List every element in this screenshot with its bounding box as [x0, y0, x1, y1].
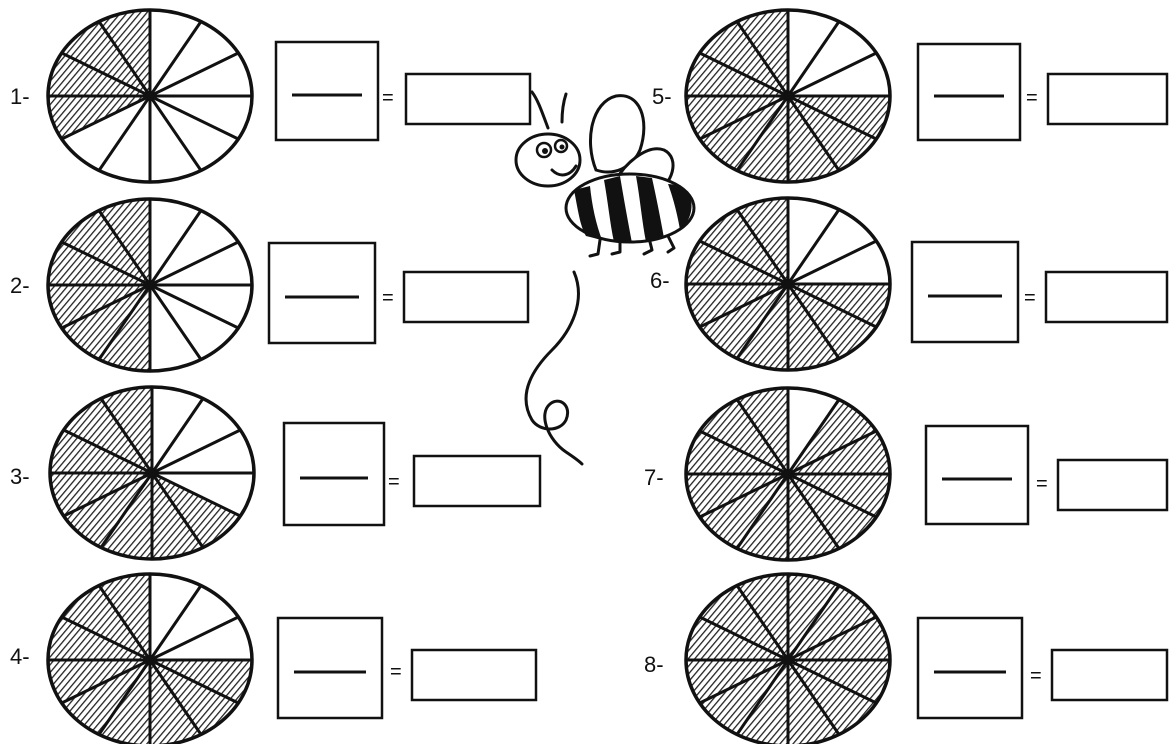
exercise-number: 1- — [10, 84, 30, 109]
exercise-3: 3- = — [10, 387, 540, 559]
exercise-2: 2- = — [10, 199, 528, 371]
exercise-7: 7- = — [644, 388, 1167, 560]
fraction-circle — [50, 387, 254, 559]
center-dot — [146, 656, 154, 664]
answer-box[interactable] — [1048, 74, 1167, 124]
answer-box[interactable] — [406, 74, 530, 124]
answer-box[interactable] — [1058, 460, 1167, 510]
exercise-number: 8- — [644, 652, 664, 677]
exercise-8: 8- = — [644, 574, 1167, 744]
exercise-4: 4- = — [10, 574, 536, 744]
fraction-circle — [48, 199, 252, 371]
equals-sign: = — [1024, 287, 1036, 309]
center-dot — [784, 280, 792, 288]
exercise-number: 7- — [644, 465, 664, 490]
fraction-circle — [686, 388, 890, 560]
answer-box[interactable] — [1046, 272, 1167, 322]
equals-sign: = — [382, 87, 394, 109]
answer-box[interactable] — [404, 272, 528, 322]
fraction-answer-box[interactable] — [278, 618, 382, 718]
exercise-number: 2- — [10, 273, 30, 298]
equals-sign: = — [1026, 87, 1038, 109]
answer-box[interactable] — [414, 456, 540, 506]
fraction-circle — [686, 198, 890, 370]
fraction-answer-box[interactable] — [284, 423, 384, 525]
fraction-answer-box[interactable] — [918, 44, 1020, 140]
equals-sign: = — [388, 471, 400, 493]
exercise-number: 4- — [10, 644, 30, 669]
fraction-answer-box[interactable] — [926, 426, 1028, 524]
exercise-5: 5- = — [652, 10, 1167, 182]
exercise-number: 6- — [650, 268, 670, 293]
answer-box[interactable] — [1052, 650, 1167, 700]
fraction-answer-box[interactable] — [918, 618, 1022, 718]
center-dot — [784, 92, 792, 100]
fraction-circle — [48, 10, 252, 182]
center-dot — [148, 469, 156, 477]
equals-sign: = — [1030, 665, 1042, 687]
center-dot — [784, 656, 792, 664]
exercise-number: 3- — [10, 464, 30, 489]
answer-box[interactable] — [412, 650, 536, 700]
equals-sign: = — [390, 661, 402, 683]
equals-sign: = — [382, 287, 394, 309]
exercise-6: 6- = — [650, 198, 1167, 370]
fraction-answer-box[interactable] — [269, 243, 375, 343]
fraction-circle — [48, 574, 252, 744]
exercise-number: 5- — [652, 84, 672, 109]
fraction-circle — [686, 574, 890, 744]
fraction-answer-box[interactable] — [912, 242, 1018, 342]
equals-sign: = — [1036, 473, 1048, 495]
fraction-circle — [686, 10, 890, 182]
center-dot — [146, 281, 154, 289]
fraction-answer-box[interactable] — [276, 42, 378, 140]
center-dot — [146, 92, 154, 100]
exercise-list: 1- = 2- = 3- = 4- = 5- = 6- = 7- = 8- = — [10, 10, 1167, 744]
center-dot — [784, 470, 792, 478]
exercise-1: 1- = — [10, 10, 530, 182]
